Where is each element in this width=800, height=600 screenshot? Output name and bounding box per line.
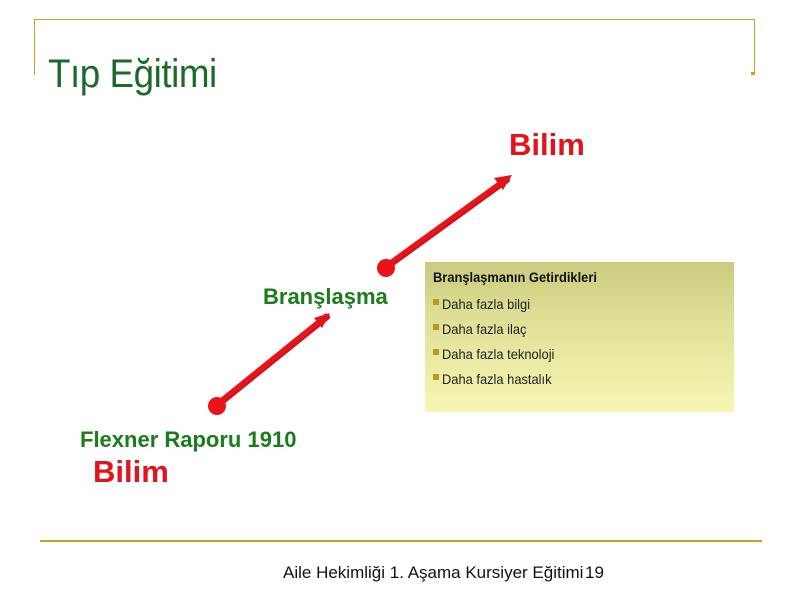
- footer-divider: [40, 540, 762, 542]
- square-bullet-icon: [433, 373, 439, 380]
- label-branslasma: Branşlaşma: [263, 284, 388, 309]
- arrow-upper: [383, 176, 509, 269]
- list-item: Daha fazla hastalık: [433, 367, 734, 392]
- label-top-bilim: Bilim: [509, 127, 585, 162]
- slide-number: 19: [585, 563, 604, 582]
- square-bullet-icon: [433, 298, 439, 305]
- footer-text: Aile Hekimliği 1. Aşama Kursiyer Eğitimi: [283, 563, 584, 582]
- list-item: Daha fazla bilgi: [433, 292, 734, 317]
- label-flexner: Flexner Raporu 1910: [80, 427, 297, 452]
- info-box-title: Branşlaşmanın Getirdikleri: [433, 269, 597, 285]
- frame-right-border: [754, 19, 755, 75]
- node-flexner: [208, 397, 226, 415]
- frame-corner-dot: [751, 72, 754, 75]
- info-list: Daha fazla bilgi Daha fazla ilaç Daha fa…: [433, 292, 734, 392]
- frame-left-border: [34, 19, 35, 75]
- arrow-upper-head: [494, 175, 512, 190]
- arrow-lower-head: [314, 313, 330, 328]
- info-box: Branşlaşmanın Getirdikleri Daha fazla bi…: [425, 262, 734, 412]
- list-item: Daha fazla teknoloji: [433, 342, 734, 367]
- frame-top-border: [34, 19, 755, 20]
- node-branslasma: [377, 259, 395, 277]
- list-item: Daha fazla ilaç: [433, 317, 734, 342]
- square-bullet-icon: [433, 348, 439, 355]
- square-bullet-icon: [433, 323, 439, 330]
- slide-title: Tıp Eğitimi: [48, 52, 217, 96]
- arrow-lower: [214, 313, 329, 407]
- label-bottom-bilim: Bilim: [93, 454, 169, 489]
